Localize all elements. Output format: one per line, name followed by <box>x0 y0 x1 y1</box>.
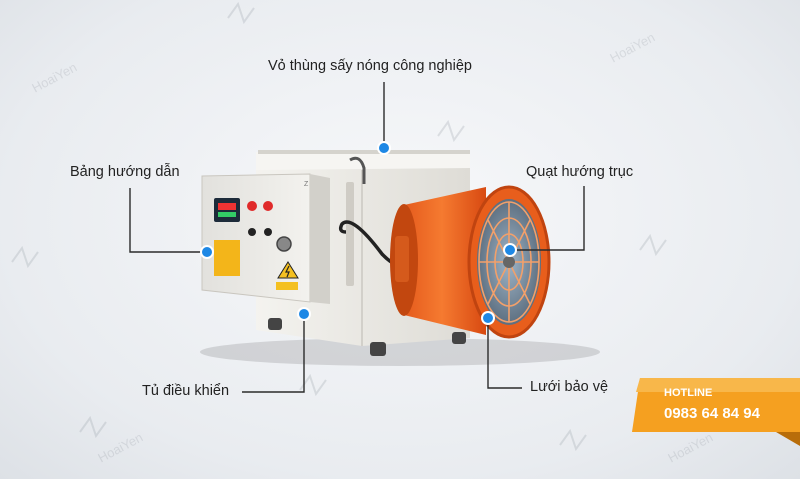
label-control-cabinet: Tủ điều khiển <box>142 383 230 399</box>
label-axial-fan: Quạt hướng trục <box>526 164 634 180</box>
main-switch-icon <box>276 236 292 252</box>
callout-dot-axial-fan <box>503 243 517 257</box>
watermark-logo-icon <box>11 1 667 452</box>
hotline-banner[interactable] <box>632 378 800 446</box>
callout-dot-control-cabinet <box>297 307 311 321</box>
hotline-label: HOTLINE <box>664 387 713 399</box>
label-casing: Vỏ thùng sấy nóng công nghiệp <box>268 58 472 74</box>
callout-dot-casing <box>377 141 391 155</box>
label-guide-panel: Bảng hướng dẫn <box>70 164 180 180</box>
hotline-number[interactable]: 0983 64 84 94 <box>664 405 760 422</box>
label-guard-grille: Lưới bảo vệ <box>530 379 609 395</box>
stop-button-icon <box>247 201 257 211</box>
warning-icon <box>277 261 299 279</box>
callout-dot-guard-grille <box>481 311 495 325</box>
svg-text:Z: Z <box>304 181 309 188</box>
callout-dots <box>200 141 517 325</box>
callout-dot-guide-panel <box>200 245 214 259</box>
start-button-icon <box>263 201 273 211</box>
control-cabinet: Z <box>201 173 330 330</box>
axial-fan <box>390 185 551 339</box>
callout-lines <box>129 82 585 393</box>
instruction-sticker <box>214 240 240 276</box>
